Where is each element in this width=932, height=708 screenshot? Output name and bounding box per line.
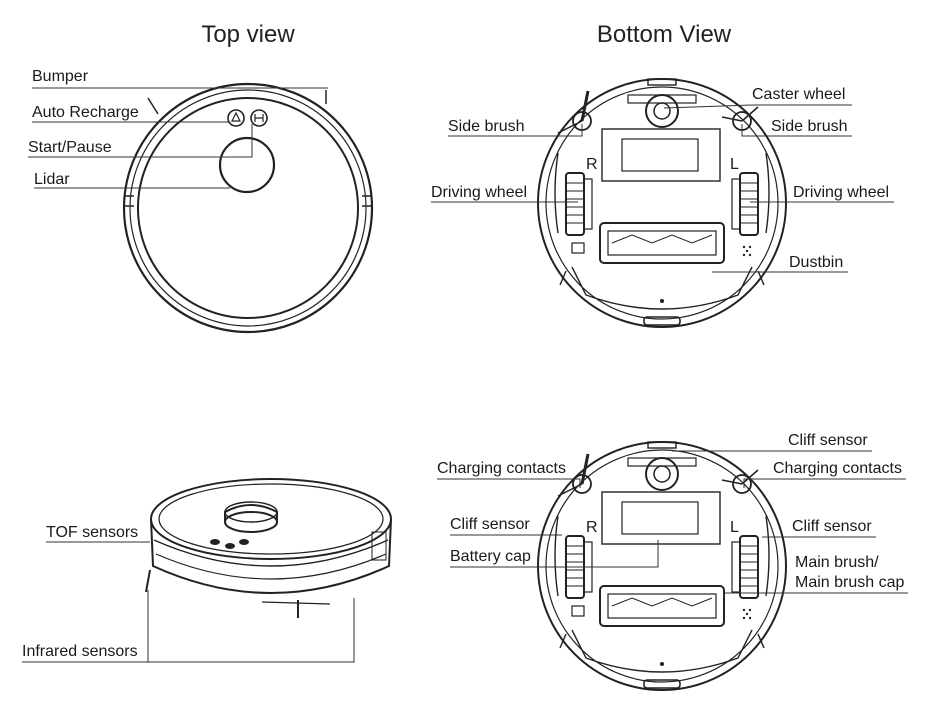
leader-auto-recharge — [32, 118, 229, 123]
lidar-dome — [218, 136, 276, 194]
label-infrared-sensors: Infrared sensors — [22, 643, 138, 660]
label-cliff-sensor-top: Cliff sensor — [788, 432, 868, 449]
bottom-view-robot-2: R L — [536, 440, 788, 692]
label-driving-wheel-left: Driving wheel — [431, 184, 527, 201]
label-start-pause: Start/Pause — [28, 139, 112, 156]
side-view-robot — [145, 478, 392, 618]
label-auto-recharge: Auto Recharge — [32, 104, 139, 121]
leader-start-pause — [28, 124, 253, 158]
label-bumper: Bumper — [32, 68, 89, 85]
label-charging-contacts-left: Charging contacts — [437, 460, 566, 477]
wheel-mark-r-2: R — [586, 519, 598, 536]
label-battery-cap: Battery cap — [450, 548, 531, 565]
bottom-view-robot: R L — [536, 77, 788, 329]
leader-charging-contacts-left — [437, 478, 581, 488]
leader-side-brush-right — [741, 124, 852, 137]
top-view-robot — [122, 82, 374, 334]
auto-recharge-button-icon — [227, 109, 245, 127]
label-main-brush-line1: Main brush/ — [795, 554, 879, 571]
label-main-brush-line2: Main brush cap — [795, 574, 904, 591]
label-cliff-sensor-right: Cliff sensor — [792, 518, 872, 535]
label-dustbin: Dustbin — [789, 254, 843, 271]
leader-main-brush — [723, 592, 908, 598]
label-lidar: Lidar — [34, 171, 70, 188]
top-view-title: Top view — [201, 21, 295, 48]
label-charging-contacts-right: Charging contacts — [773, 460, 902, 477]
label-side-brush-left: Side brush — [448, 118, 525, 135]
leader-caster-wheel — [663, 104, 852, 109]
wheel-mark-l: L — [730, 156, 739, 173]
leader-infrared-sensors — [22, 598, 355, 663]
leader-side-brush-left — [448, 124, 583, 137]
label-cliff-sensor-left: Cliff sensor — [450, 516, 530, 533]
label-caster-wheel: Caster wheel — [752, 86, 845, 103]
wheel-mark-l-2: L — [730, 519, 739, 536]
leader-battery-cap — [450, 540, 659, 568]
leader-charging-contacts-right — [743, 478, 906, 488]
bottom-view-title: Bottom View — [597, 21, 732, 48]
label-tof-sensors: TOF sensors — [46, 524, 138, 541]
start-pause-button-icon — [250, 109, 268, 127]
wheel-mark-r: R — [586, 156, 598, 173]
label-side-brush-right: Side brush — [771, 118, 848, 135]
label-driving-wheel-right: Driving wheel — [793, 184, 889, 201]
